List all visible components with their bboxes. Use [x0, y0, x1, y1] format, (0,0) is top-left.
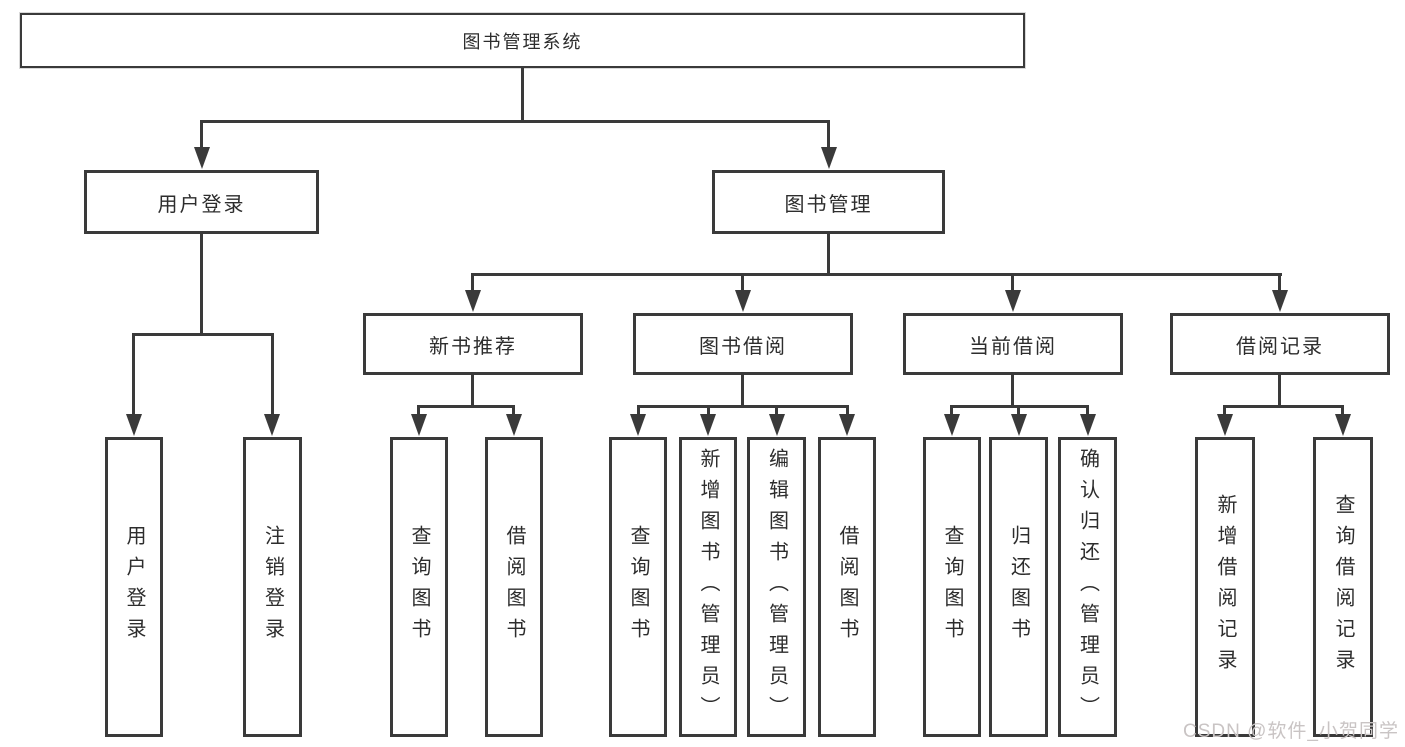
arrow-down-icon: [630, 414, 646, 436]
node-user-login-group: 用户登录: [84, 170, 319, 234]
arrow-down-icon: [411, 414, 427, 436]
connector-line: [1011, 375, 1014, 407]
leaf-query-books-current: 查询图书: [923, 437, 981, 737]
connector-line: [1278, 273, 1281, 292]
connector-line: [637, 405, 848, 408]
leaf-borrow-books-recommend: 借阅图书: [485, 437, 543, 737]
connector-line: [471, 273, 1282, 276]
connector-line: [1223, 405, 1343, 408]
arrow-down-icon: [264, 414, 280, 436]
arrow-down-icon: [839, 414, 855, 436]
node-book-borrow: 图书借阅: [633, 313, 853, 375]
connector-line: [1223, 405, 1226, 415]
leaf-borrow-books: 借阅图书: [818, 437, 876, 737]
node-borrow-records: 借阅记录: [1170, 313, 1390, 375]
arrow-down-icon: [506, 414, 522, 436]
connector-line: [200, 120, 203, 148]
leaf-label: 确认归还（管理员）: [1076, 447, 1099, 727]
connector-line: [827, 234, 830, 275]
connector-line: [707, 405, 710, 415]
connector-line: [775, 405, 778, 415]
connector-line: [741, 273, 744, 292]
connector-line: [637, 405, 640, 415]
arrow-down-icon: [821, 147, 837, 169]
arrow-down-icon: [769, 414, 785, 436]
leaf-label: 注销登录: [261, 525, 284, 649]
connector-line: [1341, 405, 1344, 415]
arrow-down-icon: [126, 414, 142, 436]
arrow-down-icon: [1217, 414, 1233, 436]
node-book-management: 图书管理: [712, 170, 945, 234]
leaf-add-books-admin: 新增图书（管理员）: [679, 437, 737, 737]
connector-line: [132, 333, 135, 415]
connector-line: [417, 405, 420, 415]
node-current-borrow: 当前借阅: [903, 313, 1123, 375]
leaf-confirm-return-admin: 确认归还（管理员）: [1058, 437, 1117, 737]
leaf-label: 查询图书: [408, 525, 430, 649]
arrow-down-icon: [1005, 290, 1021, 312]
arrow-down-icon: [465, 290, 481, 312]
connector-line: [271, 333, 274, 415]
leaf-label: 编辑图书（管理员）: [765, 447, 788, 727]
arrow-down-icon: [1011, 414, 1027, 436]
leaf-query-borrow-record: 查询借阅记录: [1313, 437, 1373, 737]
leaf-return-books: 归还图书: [989, 437, 1048, 737]
arrow-down-icon: [944, 414, 960, 436]
connector-line: [1278, 375, 1281, 407]
node-new-book-recommend: 新书推荐: [363, 313, 583, 375]
connector-line: [1011, 273, 1014, 292]
leaf-query-books-recommend: 查询图书: [390, 437, 448, 737]
leaf-query-books-borrow: 查询图书: [609, 437, 667, 737]
connector-line: [132, 333, 274, 336]
leaf-add-borrow-record: 新增借阅记录: [1195, 437, 1255, 737]
leaf-edit-books-admin: 编辑图书（管理员）: [747, 437, 806, 737]
node-root: 图书管理系统: [20, 13, 1025, 68]
arrow-down-icon: [1080, 414, 1096, 436]
csdn-watermark: CSDN @软件_小贺同学: [1183, 721, 1399, 742]
connector-line: [200, 120, 830, 123]
leaf-label: 归还图书: [1007, 525, 1030, 649]
leaf-label: 用户登录: [123, 525, 145, 649]
connector-line: [200, 234, 203, 335]
arrow-down-icon: [1335, 414, 1351, 436]
connector-line: [1086, 405, 1089, 415]
connector-line: [827, 120, 830, 148]
connector-line: [471, 273, 474, 292]
connector-line: [512, 405, 515, 415]
leaf-label: 查询图书: [627, 525, 649, 649]
leaf-logout: 注销登录: [243, 437, 302, 737]
leaf-label: 新增借阅记录: [1214, 494, 1236, 680]
leaf-user-login: 用户登录: [105, 437, 163, 737]
arrow-down-icon: [735, 290, 751, 312]
connector-line: [417, 405, 514, 408]
arrow-down-icon: [1272, 290, 1288, 312]
leaf-label: 借阅图书: [836, 525, 858, 649]
connector-line: [471, 375, 474, 407]
leaf-label: 查询图书: [941, 525, 963, 649]
leaf-label: 查询借阅记录: [1332, 494, 1354, 680]
connector-line: [521, 68, 524, 120]
leaf-label: 新增图书（管理员）: [697, 447, 719, 727]
leaf-label: 借阅图书: [503, 525, 525, 649]
connector-line: [741, 375, 744, 407]
arrow-down-icon: [194, 147, 210, 169]
connector-line: [950, 405, 953, 415]
connector-line: [1017, 405, 1020, 415]
arrow-down-icon: [700, 414, 716, 436]
connector-line: [846, 405, 849, 415]
